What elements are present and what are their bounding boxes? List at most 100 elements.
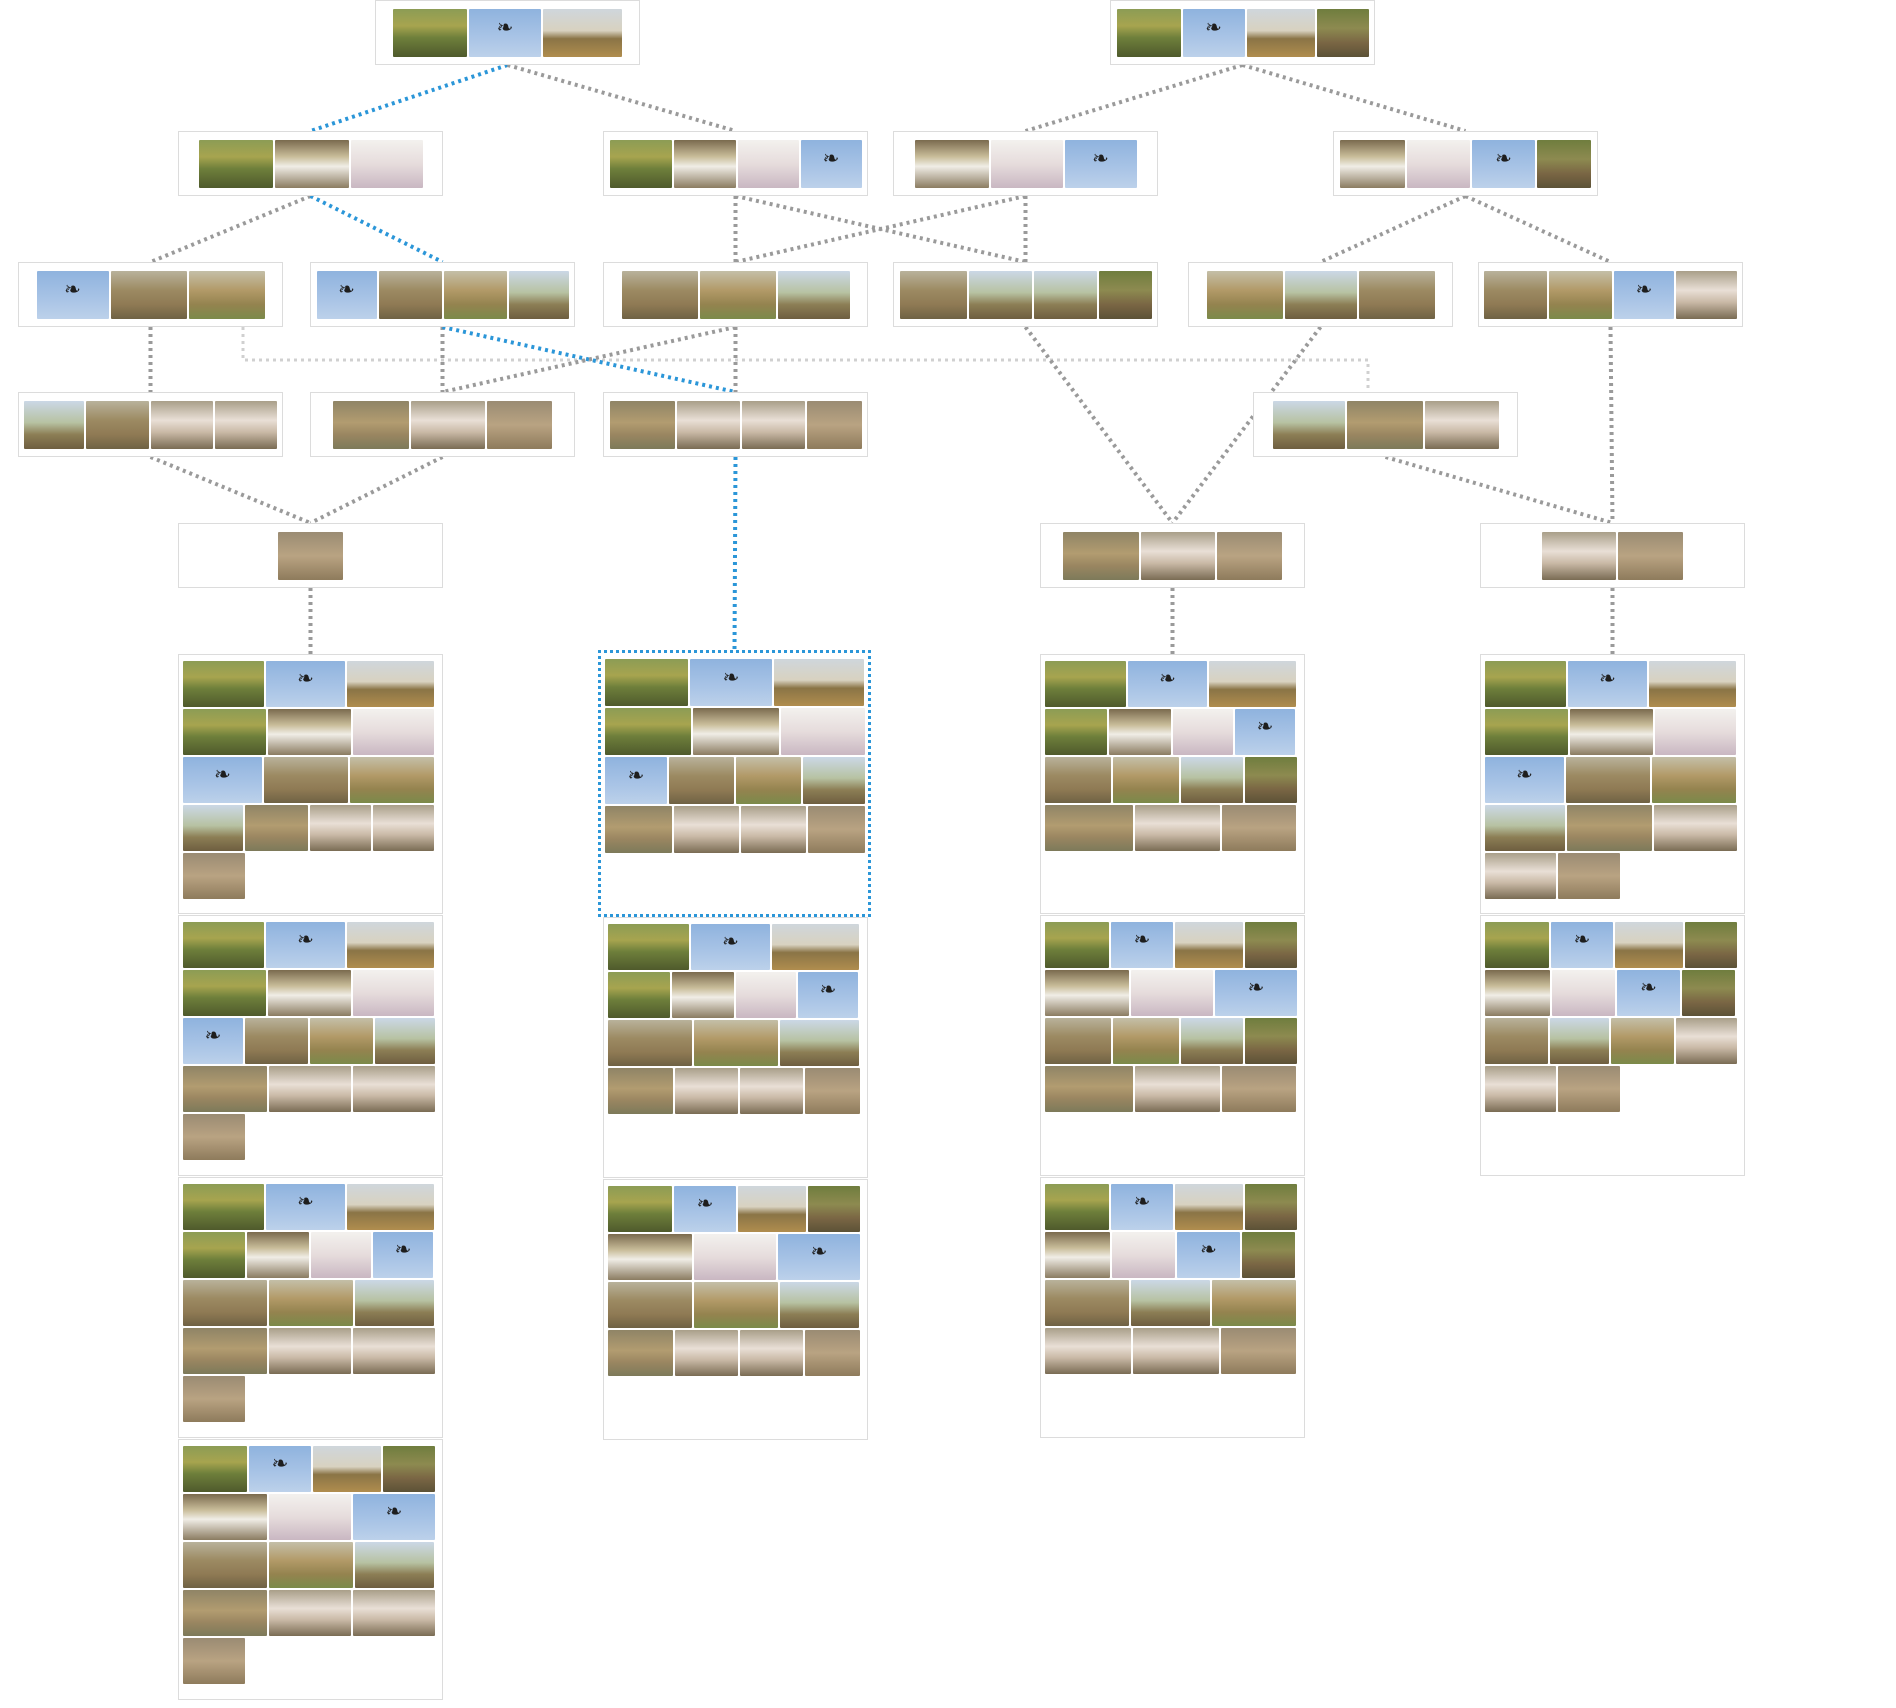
grass-photo-thumbnail[interactable] [393,8,467,57]
cub-photo-thumbnail[interactable] [1221,1328,1296,1374]
lion2-photo-thumbnail[interactable] [269,1280,353,1326]
pig-photo-thumbnail[interactable] [1676,270,1737,319]
bird-photo-thumbnail[interactable] [1173,709,1233,755]
result-layout-res-3-3[interactable]: ❧❧ [1040,1177,1305,1438]
cub-photo-thumbnail[interactable] [805,1068,860,1114]
grass-photo-thumbnail[interactable] [1045,709,1107,755]
bird-photo-thumbnail[interactable] [781,708,865,755]
lion-photo-thumbnail[interactable] [183,1280,267,1326]
jeep-photo-thumbnail[interactable] [1570,709,1653,755]
elephant-photo-thumbnail[interactable] [543,8,622,57]
field-photo-thumbnail[interactable] [1033,270,1097,319]
pig-photo-thumbnail[interactable] [373,805,434,851]
field-photo-thumbnail[interactable] [183,805,243,851]
lion2-photo-thumbnail[interactable] [1611,1018,1674,1064]
cub-photo-thumbnail[interactable] [183,1638,245,1684]
tree-node-d1[interactable] [178,523,443,588]
hawk-photo-thumbnail[interactable]: ❧ [1472,139,1535,188]
jeep-photo-thumbnail[interactable] [693,708,779,755]
jeep-photo-thumbnail[interactable] [274,139,349,188]
lion-photo-thumbnail[interactable] [621,270,698,319]
tree-node-c3[interactable] [603,392,868,457]
field-photo-thumbnail[interactable] [355,1542,434,1588]
lioness-photo-thumbnail[interactable] [1567,805,1652,851]
jeep-photo-thumbnail[interactable] [1485,970,1550,1016]
pig-photo-thumbnail[interactable] [353,1066,435,1112]
hawk-photo-thumbnail[interactable]: ❧ [183,757,262,803]
lion2-photo-thumbnail[interactable] [350,757,434,803]
pig-photo-thumbnail[interactable] [740,1330,803,1376]
jeep-photo-thumbnail[interactable] [183,1494,267,1540]
tree-node-a3[interactable]: ❧ [893,131,1158,196]
lioness-photo-thumbnail[interactable] [183,1066,267,1112]
lion-photo-thumbnail[interactable] [183,1542,267,1588]
tree-node-r1[interactable]: ❧ [375,0,640,65]
cub-photo-thumbnail[interactable] [183,1376,245,1422]
eagle-photo-thumbnail[interactable]: ❧ [1182,8,1245,57]
jeep-photo-thumbnail[interactable] [1045,970,1129,1016]
eagle-photo-thumbnail[interactable]: ❧ [266,661,345,707]
pig-photo-thumbnail[interactable] [1485,853,1556,899]
cub-photo-thumbnail[interactable] [805,1330,860,1376]
lioness-photo-thumbnail[interactable] [245,805,308,851]
field-photo-thumbnail[interactable] [1272,400,1345,449]
lion2-photo-thumbnail[interactable] [736,757,801,804]
elephant-photo-thumbnail[interactable] [772,924,859,970]
result-layout-res-1-1[interactable]: ❧❧ [178,654,443,914]
cub-photo-thumbnail[interactable] [1558,853,1620,899]
tree-node-b2[interactable]: ❧ [310,262,575,327]
hawk-photo-thumbnail[interactable]: ❧ [183,1018,243,1064]
bird-photo-thumbnail[interactable] [1552,970,1615,1016]
savanna-photo-thumbnail[interactable] [1245,1018,1297,1064]
pig-photo-thumbnail[interactable] [353,1590,435,1636]
result-layout-res-1-2[interactable]: ❧❧ [178,915,443,1176]
hawk-photo-thumbnail[interactable]: ❧ [353,1494,435,1540]
pig-photo-thumbnail[interactable] [1135,805,1220,851]
tree-node-d3[interactable] [1480,523,1745,588]
pig-photo-thumbnail[interactable] [741,806,806,853]
pig-photo-thumbnail[interactable] [740,1068,803,1114]
result-layout-res-3-2[interactable]: ❧❧ [1040,915,1305,1176]
jeep-photo-thumbnail[interactable] [247,1232,309,1278]
tree-node-c1[interactable] [18,392,283,457]
lioness-photo-thumbnail[interactable] [605,806,672,853]
lion-photo-thumbnail[interactable] [1358,270,1435,319]
bird-photo-thumbnail[interactable] [353,709,434,755]
grass-photo-thumbnail[interactable] [183,1446,247,1492]
lioness-photo-thumbnail[interactable] [183,1590,267,1636]
result-layout-res-2-3[interactable]: ❧❧ [603,1179,868,1440]
hawk-photo-thumbnail[interactable]: ❧ [778,1234,860,1280]
lion2-photo-thumbnail[interactable] [1549,270,1612,319]
tree-node-d2[interactable] [1040,523,1305,588]
tree-node-a2[interactable]: ❧ [603,131,868,196]
hawk-photo-thumbnail[interactable]: ❧ [1235,709,1295,755]
cub-photo-thumbnail[interactable] [278,531,343,580]
cub-photo-thumbnail[interactable] [1618,531,1683,580]
eagle-photo-thumbnail[interactable]: ❧ [1111,922,1173,968]
lion-photo-thumbnail[interactable] [1045,757,1111,803]
grass-photo-thumbnail[interactable] [183,661,264,707]
pig-photo-thumbnail[interactable] [674,806,739,853]
tree-node-c4[interactable] [1253,392,1518,457]
lion-photo-thumbnail[interactable] [1045,1280,1129,1326]
lion2-photo-thumbnail[interactable] [310,1018,373,1064]
hawk-photo-thumbnail[interactable]: ❧ [605,757,667,804]
pig-photo-thumbnail[interactable] [269,1590,351,1636]
eagle-photo-thumbnail[interactable]: ❧ [266,922,345,968]
result-layout-res-2-1[interactable]: ❧❧ [598,650,871,917]
grass-photo-thumbnail[interactable] [1045,922,1109,968]
elephant-photo-thumbnail[interactable] [347,922,434,968]
field-photo-thumbnail[interactable] [803,757,865,804]
elephant-photo-thumbnail[interactable] [313,1446,381,1492]
savanna-photo-thumbnail[interactable] [383,1446,435,1492]
lion-photo-thumbnail[interactable] [264,757,348,803]
elephant-photo-thumbnail[interactable] [1175,1184,1243,1230]
bird-photo-thumbnail[interactable] [353,970,434,1016]
lion-photo-thumbnail[interactable] [608,1020,692,1066]
result-layout-res-1-3[interactable]: ❧❧ [178,1177,443,1438]
field-photo-thumbnail[interactable] [1485,805,1565,851]
lion-photo-thumbnail[interactable] [669,757,734,804]
cub-photo-thumbnail[interactable] [487,400,552,449]
grass-photo-thumbnail[interactable] [608,1186,672,1232]
result-layout-res-2-2[interactable]: ❧❧ [603,917,868,1178]
